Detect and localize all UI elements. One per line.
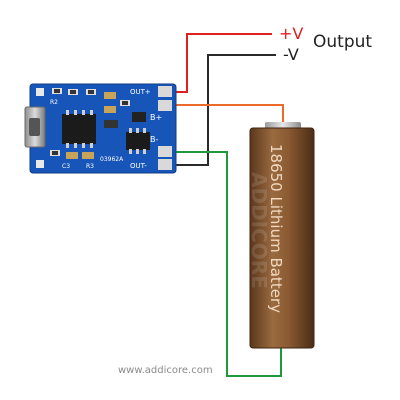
silkscreen-code: 03962A: [100, 156, 124, 163]
silkscreen-c3: C3: [62, 163, 70, 170]
wire-output-positive: [175, 33, 272, 93]
pad-out-minus: [158, 159, 172, 170]
output-title: Output: [313, 32, 372, 52]
website-credit: www.addicore.com: [118, 365, 213, 376]
output-minus-label: -V: [283, 45, 299, 64]
silkscreen-r2: R2: [50, 99, 58, 106]
battery-label: 18650 Lithium Battery: [267, 144, 285, 313]
charger-board: OUT+ B+ B- OUT- R2 C3 R3 03962A: [24, 83, 177, 174]
wire-battery-negative: [175, 151, 282, 377]
pin-label-b-minus: B-: [150, 135, 158, 144]
protection-ic: [126, 132, 150, 150]
battery-watermark: ADDICORE: [247, 172, 271, 289]
pad-out-plus: [158, 86, 172, 97]
pin-label-out-plus: OUT+: [130, 88, 151, 96]
wire-battery-positive: [175, 104, 284, 122]
pin-label-out-minus: OUT-: [130, 162, 147, 170]
battery-18650: 18650 Lithium Battery ADDICORE: [247, 122, 315, 349]
pad-b-minus: [158, 146, 172, 157]
output-plus-label: +V: [279, 24, 303, 43]
pin-label-b-plus: B+: [150, 113, 162, 122]
pad-b-plus: [158, 100, 172, 111]
charger-ic: [62, 114, 96, 144]
wire-output-negative: [175, 54, 276, 166]
silkscreen-r3: R3: [86, 163, 94, 170]
battery-body: [249, 127, 315, 349]
